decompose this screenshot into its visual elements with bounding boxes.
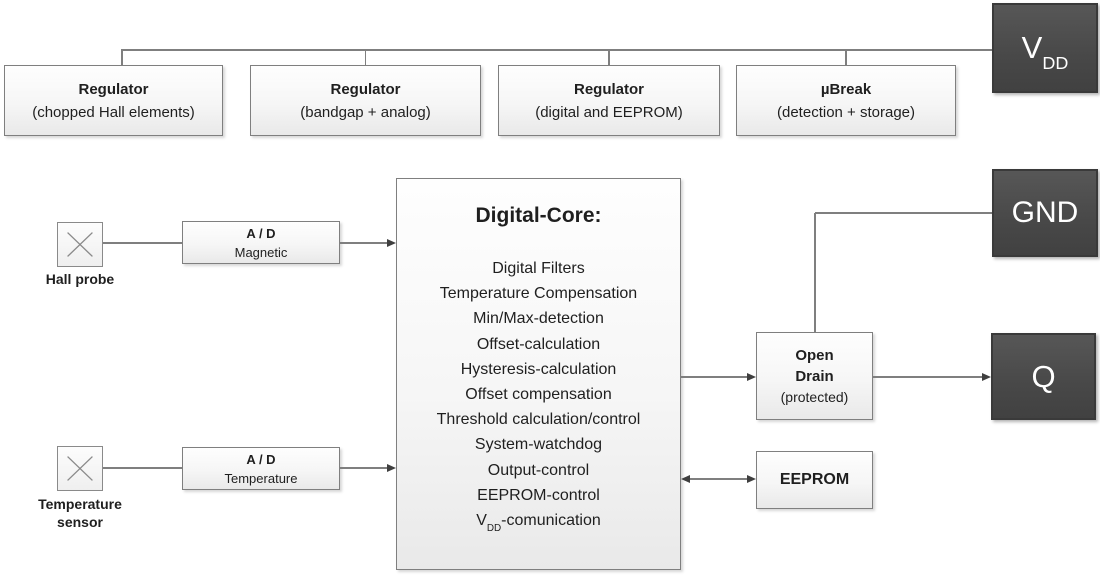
- open-drain-to-q-line: [873, 376, 983, 378]
- vdd-bus-line: [122, 49, 992, 51]
- ubreak-subtitle: (detection + storage): [777, 103, 915, 121]
- ad-magnetic-title: A / D: [246, 225, 276, 241]
- bus-stub-regulator-analog: [364, 49, 366, 65]
- core-function: Min/Max-detection: [473, 310, 604, 328]
- ad-temperature-block: A / D Temperature: [182, 447, 340, 490]
- digital-core-title: Digital-Core:: [475, 204, 602, 227]
- gnd-pin-label: GND: [1011, 196, 1079, 229]
- core-function: Output-control: [487, 461, 590, 479]
- hall-probe-label: Hall probe: [45, 271, 115, 287]
- ad-temperature-to-core-line: [340, 467, 388, 469]
- eeprom-block: EEPROM: [756, 451, 873, 509]
- core-to-eeprom-line: [690, 478, 748, 480]
- ad-magnetic-block: A / D Magnetic: [182, 221, 340, 264]
- eeprom-label: EEPROM: [779, 471, 850, 488]
- hall-to-ad-line: [103, 242, 182, 244]
- core-to-open-drain-line: [681, 376, 748, 378]
- open-drain-title-line2: Drain: [795, 367, 834, 385]
- arrowhead-eeprom-to-core: [681, 474, 690, 483]
- core-function: Digital Filters: [492, 260, 585, 277]
- bus-stub-regulator-digital: [608, 49, 610, 65]
- temperature-sensor-label: Temperature sensor: [38, 496, 122, 530]
- regulator-hall-title: Regulator: [78, 80, 149, 98]
- ubreak-block: µBreak (detection + storage): [736, 65, 956, 136]
- core-function: System-watchdog: [474, 436, 603, 454]
- regulator-digital-title: Regulator: [573, 80, 644, 98]
- digital-core-block: Digital-Core: Digital Filters Temperatur…: [396, 178, 681, 570]
- vdd-pin: VDD: [992, 3, 1098, 93]
- digital-core-function-list: Digital Filters Temperature Compensation…: [436, 256, 641, 535]
- core-function: Hysteresis-calculation: [460, 360, 617, 378]
- gnd-pin: GND: [992, 169, 1098, 257]
- ad-magnetic-subtitle: Magnetic: [234, 244, 288, 260]
- hall-probe-symbol: [57, 222, 103, 267]
- q-pin-label: Q: [1031, 358, 1056, 394]
- regulator-analog-subtitle: (bandgap + analog): [300, 103, 431, 121]
- temperature-sensor-symbol: [57, 446, 103, 491]
- core-function: Threshold calculation/control: [436, 411, 641, 429]
- regulator-hall-subtitle: (chopped Hall elements): [32, 103, 195, 121]
- bus-stub-ubreak: [845, 49, 847, 65]
- regulator-digital-subtitle: (digital and EEPROM): [535, 103, 683, 121]
- open-drain-subtitle: (protected): [780, 388, 849, 405]
- arrowhead-ad-temperature-to-core: [387, 463, 396, 472]
- core-function: EEPROM-control: [477, 486, 600, 504]
- ad-temperature-subtitle: Temperature: [224, 470, 298, 486]
- arrowhead-ad-magnetic-to-core: [387, 238, 396, 247]
- arrowhead-core-to-open-drain: [747, 372, 756, 381]
- core-function: Offset compensation: [465, 386, 612, 404]
- ad-magnetic-to-core-line: [340, 242, 388, 244]
- arrowhead-core-to-eeprom: [747, 474, 756, 483]
- vdd-pin-label: VDD: [1021, 30, 1069, 74]
- bus-stub-regulator-hall: [121, 49, 123, 65]
- arrowhead-open-drain-to-q: [982, 372, 991, 381]
- cross-icon: [67, 232, 93, 257]
- cross-icon: [67, 456, 93, 481]
- regulator-analog-title: Regulator: [330, 80, 401, 98]
- regulator-digital-block: Regulator (digital and EEPROM): [498, 65, 720, 136]
- regulator-hall-block: Regulator (chopped Hall elements): [4, 65, 223, 136]
- open-drain-to-gnd-horizontal-line: [815, 212, 992, 214]
- q-pin: Q: [991, 333, 1096, 420]
- core-function: Temperature Compensation: [439, 285, 638, 303]
- core-function-vdd-comunication: VDD-comunication: [476, 512, 601, 535]
- ubreak-title: µBreak: [820, 80, 872, 98]
- open-drain-title-line1: Open: [795, 346, 834, 364]
- ad-temperature-title: A / D: [246, 451, 276, 467]
- regulator-analog-block: Regulator (bandgap + analog): [250, 65, 481, 136]
- open-drain-block: Open Drain (protected): [756, 332, 873, 420]
- core-function: Offset-calculation: [476, 335, 601, 353]
- open-drain-to-gnd-vertical-line: [814, 213, 816, 332]
- temp-to-ad-line: [103, 467, 182, 469]
